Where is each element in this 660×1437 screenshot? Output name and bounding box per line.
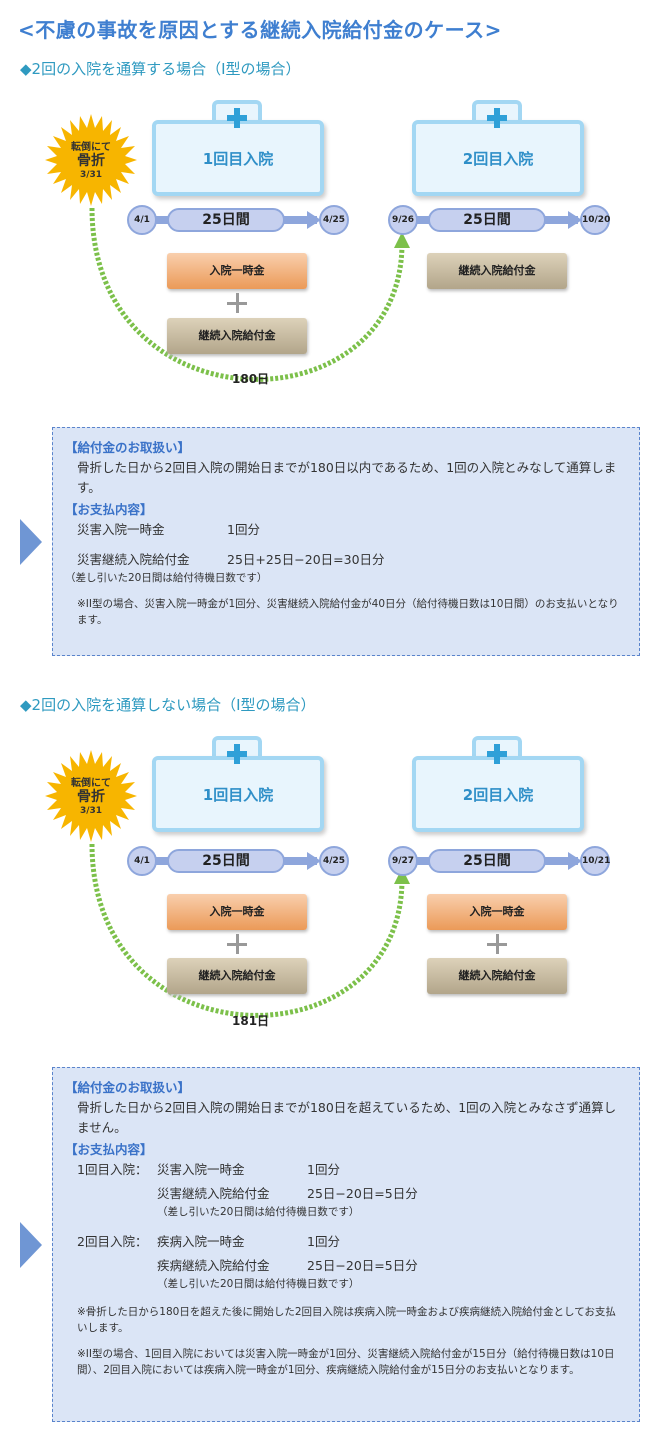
arc-arrowhead-icon xyxy=(394,232,410,248)
hospital-stay-1: 1回目入院 xyxy=(152,736,324,832)
plus-icon xyxy=(487,934,507,954)
accident-starburst: 転倒にて 骨折 3/31 xyxy=(45,114,137,206)
handling-heading: 【給付金のお取扱い】 xyxy=(65,1080,191,1095)
arrow-right-icon xyxy=(568,211,582,229)
hospital-stay-2: 2回目入院 xyxy=(412,736,584,832)
handling-heading: 【給付金のお取扱い】 xyxy=(65,440,191,455)
info-box-combined: 【給付金のお取扱い】 骨折した日から2回目入院の開始日までが180日以内であるた… xyxy=(52,427,640,656)
payment-heading: 【お支払内容】 xyxy=(65,1142,153,1157)
plus-icon xyxy=(227,293,247,313)
footnote: ※骨折した日から180日を超えた後に開始した2回目入院は疾病入院一時金および疾病… xyxy=(77,1306,616,1334)
waiting-note: （差し引いた20日間は給付待機日数です） xyxy=(157,1278,360,1290)
payment-heading: 【お支払内容】 xyxy=(65,502,153,517)
arrow-right-icon xyxy=(568,852,582,870)
payment-lump-sum: 入院一時金 xyxy=(167,253,307,289)
timeline-stay-1: 4/1 25日間 4/25 xyxy=(127,846,349,876)
footnote: ※II型の場合、災害入院一時金が1回分、災害継続入院給付金が40日分（給付待機日… xyxy=(77,598,619,626)
stay-label: 1回目入院 xyxy=(202,150,274,168)
payment-continuous: 継続入院給付金 xyxy=(427,958,567,994)
hospital-stay-1: 1回目入院 xyxy=(152,100,324,196)
start-date: 9/26 xyxy=(388,205,418,235)
waiting-note: （差し引いた20日間は給付待機日数です） xyxy=(65,572,268,584)
waiting-note: （差し引いた20日間は給付待機日数です） xyxy=(157,1206,360,1218)
handling-text: 骨折した日から2回目入院の開始日までが180日を超えているため、1回の入院とみな… xyxy=(77,1100,617,1135)
payment-lump-sum: 入院一時金 xyxy=(427,894,567,930)
timeline-stay-1: 4/1 25日間 4/25 xyxy=(127,205,349,235)
section-heading-combined: ◆2回の入院を通算する場合（I型の場合） xyxy=(20,60,301,78)
accident-date: 3/31 xyxy=(79,806,103,816)
payment-continuous: 継続入院給付金 xyxy=(167,958,307,994)
duration: 25日間 xyxy=(428,208,546,232)
start-date: 9/27 xyxy=(388,846,418,876)
hospital-stay-2: 2回目入院 xyxy=(412,100,584,196)
stay-label: 2回目入院 xyxy=(462,786,534,804)
arrow-right-icon xyxy=(20,519,42,565)
gap-arc xyxy=(89,843,410,1018)
accident-label: 転倒にて xyxy=(71,142,111,153)
info-box-separate: 【給付金のお取扱い】 骨折した日から2回目入院の開始日までが180日を超えている… xyxy=(52,1067,640,1422)
end-date: 4/25 xyxy=(319,846,349,876)
plus-icon xyxy=(227,934,247,954)
gap-days: 180日 xyxy=(232,372,270,386)
payment-lump-sum: 入院一時金 xyxy=(167,894,307,930)
arrow-right-icon xyxy=(307,211,321,229)
accident-date: 3/31 xyxy=(79,170,103,180)
end-date: 4/25 xyxy=(319,205,349,235)
timeline-stay-2: 9/26 25日間 10/20 xyxy=(388,205,610,235)
accident-type: 骨折 xyxy=(77,789,105,805)
handling-text: 骨折した日から2回目入院の開始日までが180日以内であるため、1回の入院とみなし… xyxy=(77,460,617,495)
start-date: 4/1 xyxy=(127,846,157,876)
accident-label: 転倒にて xyxy=(71,778,111,789)
arrow-right-icon xyxy=(20,1222,42,1268)
starburst-icon xyxy=(45,750,137,842)
starburst-icon xyxy=(45,114,137,206)
page-title: <不慮の事故を原因とする継続入院給付金のケース> xyxy=(18,18,502,42)
duration: 25日間 xyxy=(167,849,285,873)
end-date: 10/20 xyxy=(580,205,610,235)
accident-starburst: 転倒にて 骨折 3/31 xyxy=(45,750,137,842)
medical-cross-icon xyxy=(227,108,247,128)
medical-cross-icon xyxy=(227,744,247,764)
end-date: 10/21 xyxy=(580,846,610,876)
accident-type: 骨折 xyxy=(77,153,105,169)
gap-arc xyxy=(89,207,410,382)
medical-cross-icon xyxy=(487,744,507,764)
arc-arrowhead-icon xyxy=(394,868,410,884)
diagram-separate: 転倒にて 骨折 3/31 1回目入院 2回目入院 4/1 25日間 4/25 9… xyxy=(0,736,660,1066)
payment-continuous: 継続入院給付金 xyxy=(427,253,567,289)
start-date: 4/1 xyxy=(127,205,157,235)
stay-label: 1回目入院 xyxy=(202,786,274,804)
section-heading-separate: ◆2回の入院を通算しない場合（I型の場合） xyxy=(20,696,316,714)
timeline-stay-2: 9/27 25日間 10/21 xyxy=(388,846,610,876)
payment-continuous: 継続入院給付金 xyxy=(167,318,307,354)
stay-label: 2回目入院 xyxy=(462,150,534,168)
duration: 25日間 xyxy=(167,208,285,232)
diagram-combined: 転倒にて 骨折 3/31 1回目入院 2回目入院 4/1 25日間 4/25 9… xyxy=(0,100,660,430)
medical-cross-icon xyxy=(487,108,507,128)
arrow-right-icon xyxy=(307,852,321,870)
duration: 25日間 xyxy=(428,849,546,873)
footnote: ※II型の場合、1回目入院においては災害入院一時金が1回分、災害継続入院給付金が… xyxy=(77,1348,615,1376)
gap-days: 181日 xyxy=(232,1014,270,1028)
